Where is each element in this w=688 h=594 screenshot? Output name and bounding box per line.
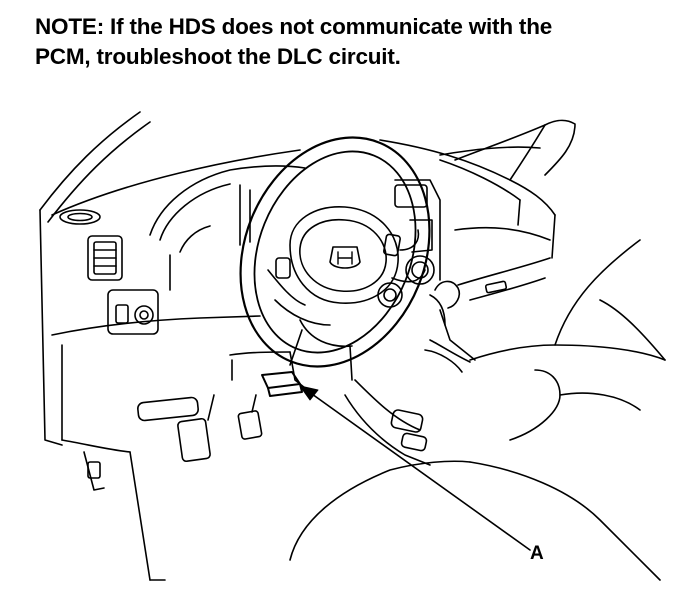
- lower-dashboard: [51, 315, 261, 581]
- note-line-1: NOTE: If the HDS does not communicate wi…: [35, 14, 553, 39]
- right-dash-panel: [454, 226, 666, 361]
- steering-wheel: [239, 136, 431, 381]
- driver-seat: [289, 369, 661, 581]
- callout-label-a: A: [530, 543, 544, 564]
- callout-leader-line: [299, 385, 531, 551]
- center-stack: [377, 179, 476, 373]
- left-air-vent: [59, 209, 123, 281]
- dashboard-upper: [39, 119, 576, 446]
- a-pillar: [39, 111, 151, 223]
- note-text: NOTE: If the HDS does not communicate wi…: [35, 12, 675, 72]
- dlc-area: [177, 351, 431, 466]
- instrument-cluster: [149, 165, 306, 291]
- note-line-2: PCM, troubleshoot the DLC circuit.: [35, 44, 401, 69]
- honda-emblem-icon: [329, 246, 361, 269]
- left-switch-panel: [107, 289, 159, 335]
